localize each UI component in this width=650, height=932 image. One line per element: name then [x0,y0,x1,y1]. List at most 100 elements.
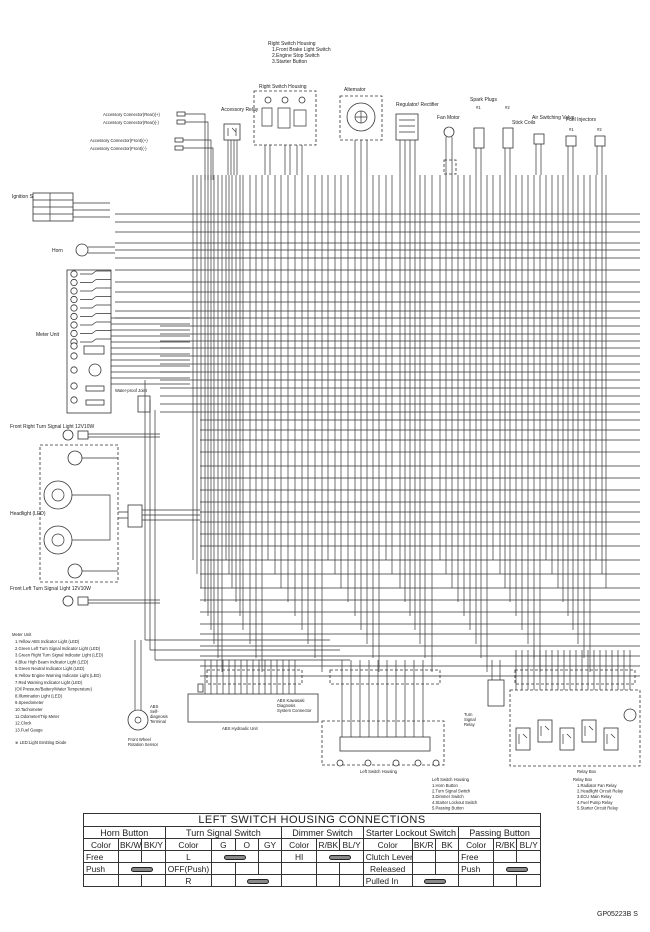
front-left-turn-label: Front Left Turn Signal Light 12V10W [10,586,91,592]
legend-list-item: (Oil Pressure/Battery/Water Temperature) [15,687,93,692]
front-right-turn-label: Front Right Turn Signal Light 12V10W [10,424,94,430]
legend-list-item: 3.Green Right Turn Signal Indicator Ligh… [15,653,104,658]
injector-1-label: #1 [569,127,574,132]
lsh-list-item: 5.Passing Button [432,805,464,810]
turn-r-connection-bar [247,878,270,884]
relay-box-label: Relay Box [577,769,597,774]
meter-indicator [70,382,78,390]
legend-list-item: 9.Speedometer [15,700,44,705]
starter-row-pulled: Pulled In [362,874,413,887]
relay-unit [603,727,619,751]
dimmer-header: Dimmer Switch [281,826,364,839]
starter-col-bk: BK [434,838,460,851]
legend-list-item: 11.Odometer/Trip Meter [15,714,60,719]
waterproof-joint-label: Water-proof Joint [115,388,148,393]
relay-box [509,689,641,767]
alternator-label: Alternator [344,87,366,93]
meter-indicator [70,312,78,321]
rsh-item-1: 1.Front Brake Light Switch [272,47,331,53]
legend-list-item: 6.Yellow Engine Warning Indicator Light … [15,673,101,678]
horn-col-bkw: BK/W [117,838,143,851]
relay-unit [537,719,553,743]
relay-unit [559,727,575,751]
abs-hydraulic-unit [187,693,319,723]
passing-row-push: Push [458,862,495,875]
relay-list-item: 5.Starter Circuit Relay [577,805,619,810]
starter-pulled-connection-bar [424,878,447,884]
turn-signal-relay [487,660,505,707]
legend-list-item: 2.Green Left Turn Signal Indicator Light… [15,646,101,651]
injector-2-label: #2 [597,127,602,132]
legend-title: Meter Unit [12,632,32,637]
legend-list-item: 12.Clock [15,721,32,726]
horn [75,243,115,257]
acc-rear-neg-label: Accessory Connector(Rear)(-) [103,120,159,125]
front-right-turn-light [62,429,160,441]
lsh-lead: Left Switch Housing [432,777,470,782]
dimmer-row-hi: HI [281,850,318,863]
wiring-harness [111,159,640,737]
abs-self-diagnosis-terminal [197,683,204,693]
right-switch-housing [253,90,317,175]
horn-label: Horn [52,248,63,254]
turn-col-o: O [234,838,259,851]
legend-list-item: 1.Yellow ABS Indicator Light (LED) [15,639,80,644]
relay-unit [515,727,531,751]
rsh-item-3: 3.Starter Button [272,59,307,65]
stick-coils [473,127,514,175]
starter-row-released: Released [362,862,413,875]
passing-row-free: Free [458,850,495,863]
passing-col-bly: BL/Y [516,838,541,851]
relay-list-item: 1.Radiator Fan Relay [577,783,617,788]
lsh-list-item: 2.Turn Signal Switch [432,789,471,794]
air-switching-valve [533,133,545,175]
meter-indicator [70,366,78,374]
headlight [39,444,200,583]
left-switch-housing-label: Left Switch Housing [360,769,398,774]
dimmer-col-rbk: R/BK [316,838,341,851]
left-switch-housing [321,720,445,767]
turn-signal-header: Turn Signal Switch [164,826,283,839]
accessory-relay [223,123,241,175]
starter-lockout-header: Starter Lockout Switch [362,826,460,839]
front-wheel-rotation-sensor [127,640,149,731]
lsh-switch-marker [364,759,372,767]
meter-indicator [70,342,78,350]
table-title: LEFT SWITCH HOUSING CONNECTIONS [83,813,541,827]
legend-note: ※ LED:Light Emitting Diode [15,740,67,745]
headlight-label: Headlight (LED) [10,511,46,517]
fan-motor [443,126,455,175]
legend-list-item: 5.Green Neutral Indicator Light (LED) [15,666,85,671]
relay-list-item: 3.ECU Main Relay [577,794,612,799]
relay-list-item: 4.Fuel Pump Relay [577,800,614,805]
turn-row-l: L [164,850,213,863]
legend-list-item: 4.Blue High Beam Indicator Light (LED) [15,659,89,664]
legend-list-item: 13.Fuel Gauge [15,727,43,732]
starter-row-clutch: Clutch Lever [362,850,413,863]
legend-list-item: 8.Illumination Light (LED) [15,693,63,698]
lsh-switch-marker [414,759,422,767]
dimmer-hi-connection-bar [328,854,351,860]
relay-unit [581,719,597,743]
acc-front-neg-label: Accessory Connector(Front)(-) [90,146,147,151]
passing-button-header: Passing Button [458,826,541,839]
meter-indicator [70,329,78,338]
legend-list-item: 7.Red Warning Indicator Light (LED) [15,680,83,685]
waterproof-joint [137,395,151,413]
fuel-injectors [565,135,606,175]
lsh-list-item: 3.Dimmer Switch [432,794,464,799]
acc-rear-pos-label: Accessory Connector(Rear)(+) [103,112,161,117]
turn-col-gy: GY [257,838,283,851]
turn-col-color: Color [164,838,213,851]
horn-row-push: Push [83,862,119,875]
front-left-turn-light [62,595,160,607]
spark-plug-2-label: #2 [505,105,510,110]
horn-push-connection-bar [130,866,153,872]
acc-front-pos-label: Accessory Connector(Front)(+) [90,138,148,143]
passing-col-rbk: R/BK [493,838,518,851]
